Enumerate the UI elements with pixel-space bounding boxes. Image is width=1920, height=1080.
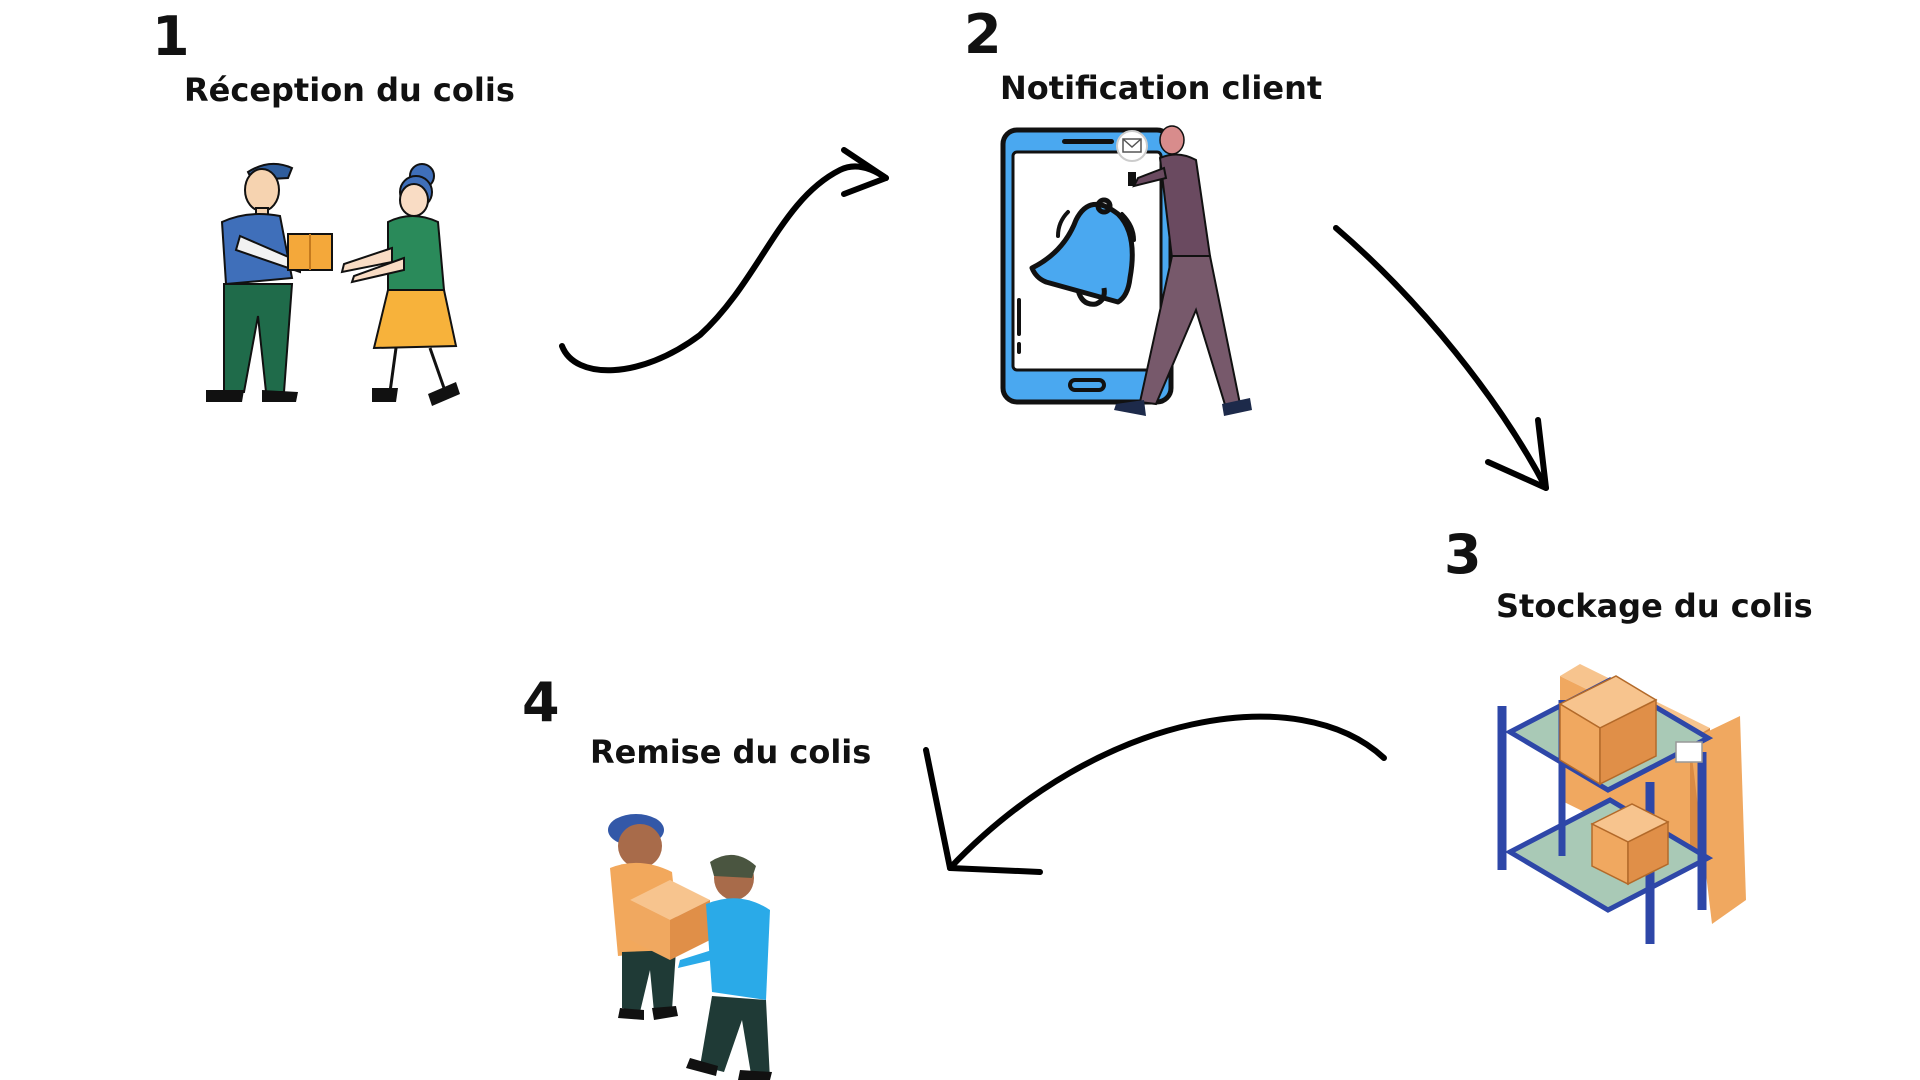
parcel-handover-illustration [608, 814, 772, 1080]
step-2-number: 2 [964, 3, 1002, 66]
shelf-boxes [1558, 675, 1703, 886]
phone-notification-illustration [1000, 125, 1252, 416]
step-1-number: 1 [152, 5, 190, 68]
envelope-icon [1116, 130, 1148, 162]
step-3-title: Stockage du colis [1496, 587, 1813, 625]
storage-shelf-illustration [1497, 664, 1746, 944]
bell-icon [1029, 197, 1136, 307]
parcel-box [630, 880, 710, 960]
step-1-title: Réception du colis [184, 71, 515, 109]
receiver-figure [678, 854, 772, 1080]
arrow-2-to-3 [1333, 225, 1549, 491]
courier-figure [206, 162, 333, 402]
step-4-number: 4 [522, 671, 560, 734]
arrow-3-to-4 [923, 713, 1387, 875]
step-3-number: 3 [1444, 523, 1482, 586]
customer-figure [340, 163, 460, 406]
walking-person-figure [1114, 125, 1252, 416]
arrow-1-to-2 [559, 147, 889, 374]
step-4-title: Remise du colis [590, 733, 872, 771]
delivery-handover-illustration [206, 162, 460, 406]
step-2-title: Notification client [1000, 69, 1323, 107]
